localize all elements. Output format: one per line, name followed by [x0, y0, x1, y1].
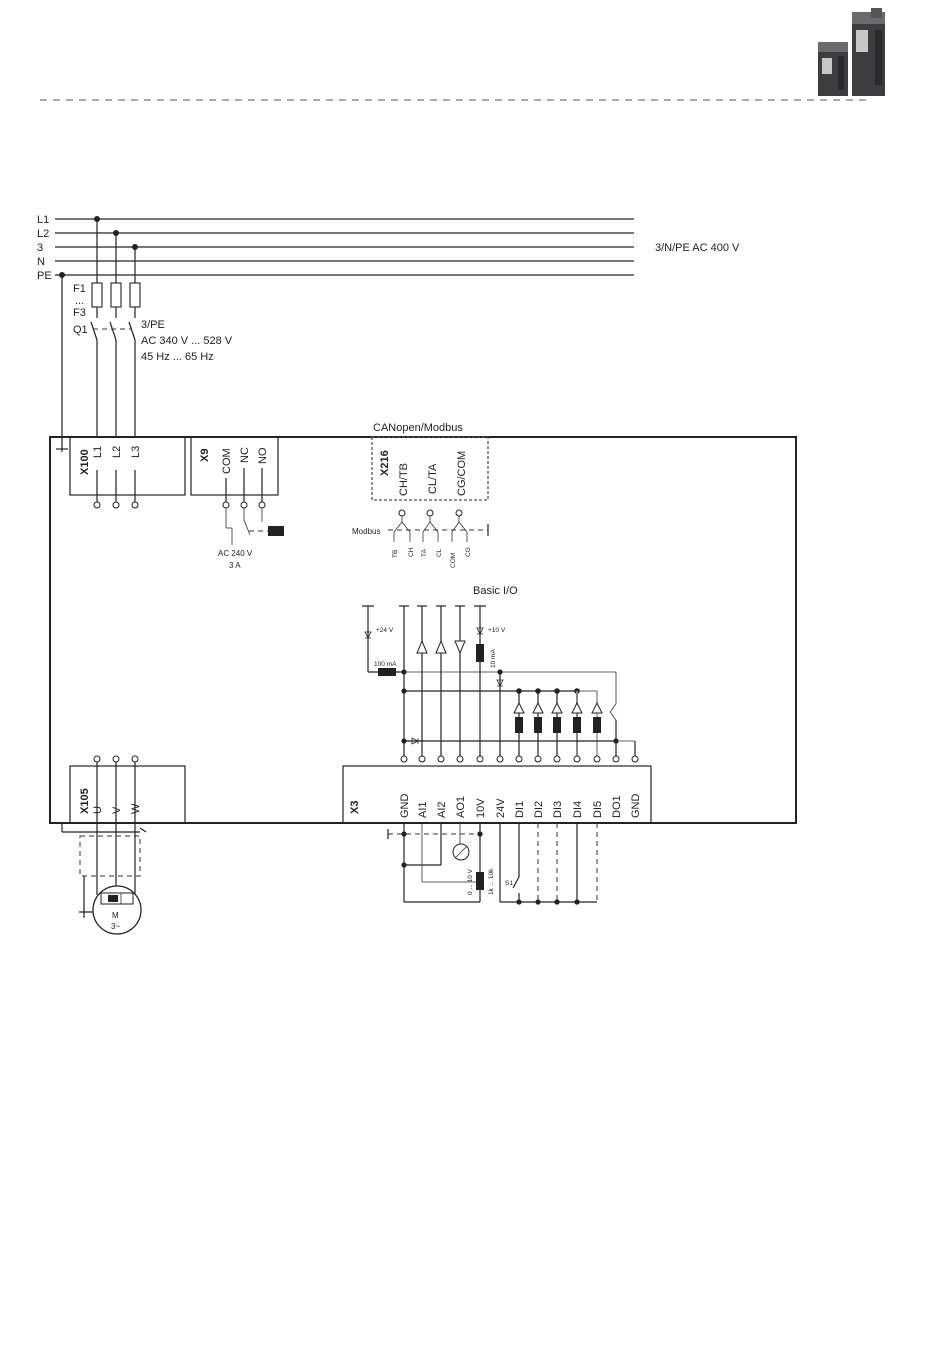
x100-pin-l3: L3 [130, 446, 142, 458]
fuse-label-f1: F1 [73, 283, 86, 295]
bus-pin-cl: CL [436, 548, 443, 557]
x3-pin-24v: 24V [495, 798, 507, 818]
x3-pin-di5: DI5 [592, 801, 604, 818]
x9-pin-nc: NC [239, 447, 251, 463]
x3-pin-di2: DI2 [533, 801, 545, 818]
x216-pin-cg-com: CG/COM [456, 451, 468, 496]
x3-pin-di1: DI1 [514, 801, 526, 818]
x216-pin-ch-tb: CH/TB [398, 463, 410, 496]
x9-pin-no: NO [257, 447, 269, 464]
switch-label-q1: Q1 [73, 324, 88, 336]
motor-phase-label: 3~ [111, 922, 120, 931]
x105-pin-u: U [92, 806, 104, 814]
supply-label: 3/N/PE AC 400 V [655, 242, 740, 254]
x3-terminal [631, 755, 639, 763]
bus-pin-com: COM [450, 553, 457, 568]
spec-phase: 3/PE [141, 319, 165, 331]
x3-pin-gnd: GND [630, 794, 642, 819]
spec-frequency: 45 Hz ... 65 Hz [141, 351, 214, 363]
x3-terminal [418, 755, 426, 763]
motor-label: M [112, 911, 119, 920]
fuses-and-disconnect: F1 ... F3 Q1 3/PE AC 340 V ... 528 V 45 … [61, 219, 233, 437]
x3-terminal [456, 755, 464, 763]
x100-pin-l1: L1 [92, 446, 104, 458]
connector-x216: CANopen/Modbus X216 CH/TB CL/TA CG/COM M… [352, 422, 489, 568]
line-label-l2: L2 [37, 228, 49, 240]
x216-label: X216 [379, 450, 391, 476]
x3-terminal [553, 755, 561, 763]
bus-pin-cg: CG [465, 547, 472, 557]
v10-label: +10 V [488, 627, 506, 634]
x3-external-wiring: 0 ... 10 V 1k ... 10k S1 [387, 823, 598, 905]
mains-bus: L1 L2 3 N PE 3/N/PE AC 400 V [37, 214, 740, 282]
connector-x105: X105 U V W M 3~ [61, 755, 186, 935]
connector-x3: X3 GND AI1 AI2 AO1 10V 24V DI1 DI2 DI3 DI4 DI5 DO1 G… [342, 755, 652, 824]
line-label-pe: PE [37, 270, 52, 282]
bus-pin-ta: TA [421, 549, 428, 557]
x3-terminal [437, 755, 445, 763]
drive-product-image [818, 8, 885, 96]
x3-pin-di4: DI4 [572, 801, 584, 818]
fuse-label-f3: F3 [73, 307, 86, 319]
connector-x100: X100 L1 L2 L3 [69, 436, 186, 509]
x216-title: CANopen/Modbus [373, 422, 463, 434]
x3-pin-ai2: AI2 [436, 801, 448, 818]
x3-pin-di3: DI3 [552, 801, 564, 818]
pe-terminal [56, 437, 68, 452]
x3-terminal [476, 755, 484, 763]
x3-terminal [593, 755, 601, 763]
switch-label-s1: S1 [505, 880, 513, 887]
fuse-label-ellipsis: ... [75, 295, 84, 307]
x9-rating-voltage: AC 240 V [218, 549, 253, 558]
x3-terminal [612, 755, 620, 763]
x105-pin-w: W [130, 803, 142, 814]
x9-rating-current: 3 A [229, 561, 241, 570]
x3-label: X3 [349, 801, 361, 814]
x3-pin-do1: DO1 [611, 795, 623, 818]
x100-pin-l2: L2 [111, 446, 123, 458]
x3-terminal [515, 755, 523, 763]
x3-terminal [573, 755, 581, 763]
x100-label: X100 [79, 449, 91, 475]
x3-pin-gnd: GND [399, 794, 411, 819]
x3-terminal [400, 755, 408, 763]
modbus-label: Modbus [352, 527, 380, 536]
x9-label: X9 [199, 449, 211, 462]
pot-label-voltage: 0 ... 10 V [467, 868, 474, 895]
x3-pin-ai1: AI1 [417, 801, 429, 818]
basic-io-internal: Basic I/O +24 V 100 mA +10 V 10 mA [362, 585, 636, 757]
x3-terminal [534, 755, 542, 763]
x105-label: X105 [79, 788, 91, 814]
bus-pin-ch: CH [408, 547, 415, 557]
x216-pin-cl-ta: CL/TA [427, 463, 439, 494]
bus-pin-tb: TB [392, 550, 399, 558]
basic-io-title: Basic I/O [473, 585, 518, 597]
line-label-n: N [37, 256, 45, 268]
connector-x9: X9 COM NC NO AC 240 V 3 A [190, 436, 284, 570]
v24-label: +24 V [376, 627, 394, 634]
pot-label-resistance: 1k ... 10k [488, 868, 495, 895]
r100-label: 100 mA [374, 661, 397, 668]
x9-pin-com: COM [221, 448, 233, 474]
line-label-l1: L1 [37, 214, 49, 226]
x3-pin-ao1: AO1 [455, 796, 467, 818]
x3-pin-10v: 10V [475, 798, 487, 818]
x105-pin-v: V [111, 806, 123, 814]
di-stages [513, 691, 603, 757]
line-label-l3: 3 [37, 242, 43, 254]
r10-label: 10 mA [490, 649, 497, 668]
spec-voltage: AC 340 V ... 528 V [141, 335, 233, 347]
x3-terminal [496, 755, 504, 763]
